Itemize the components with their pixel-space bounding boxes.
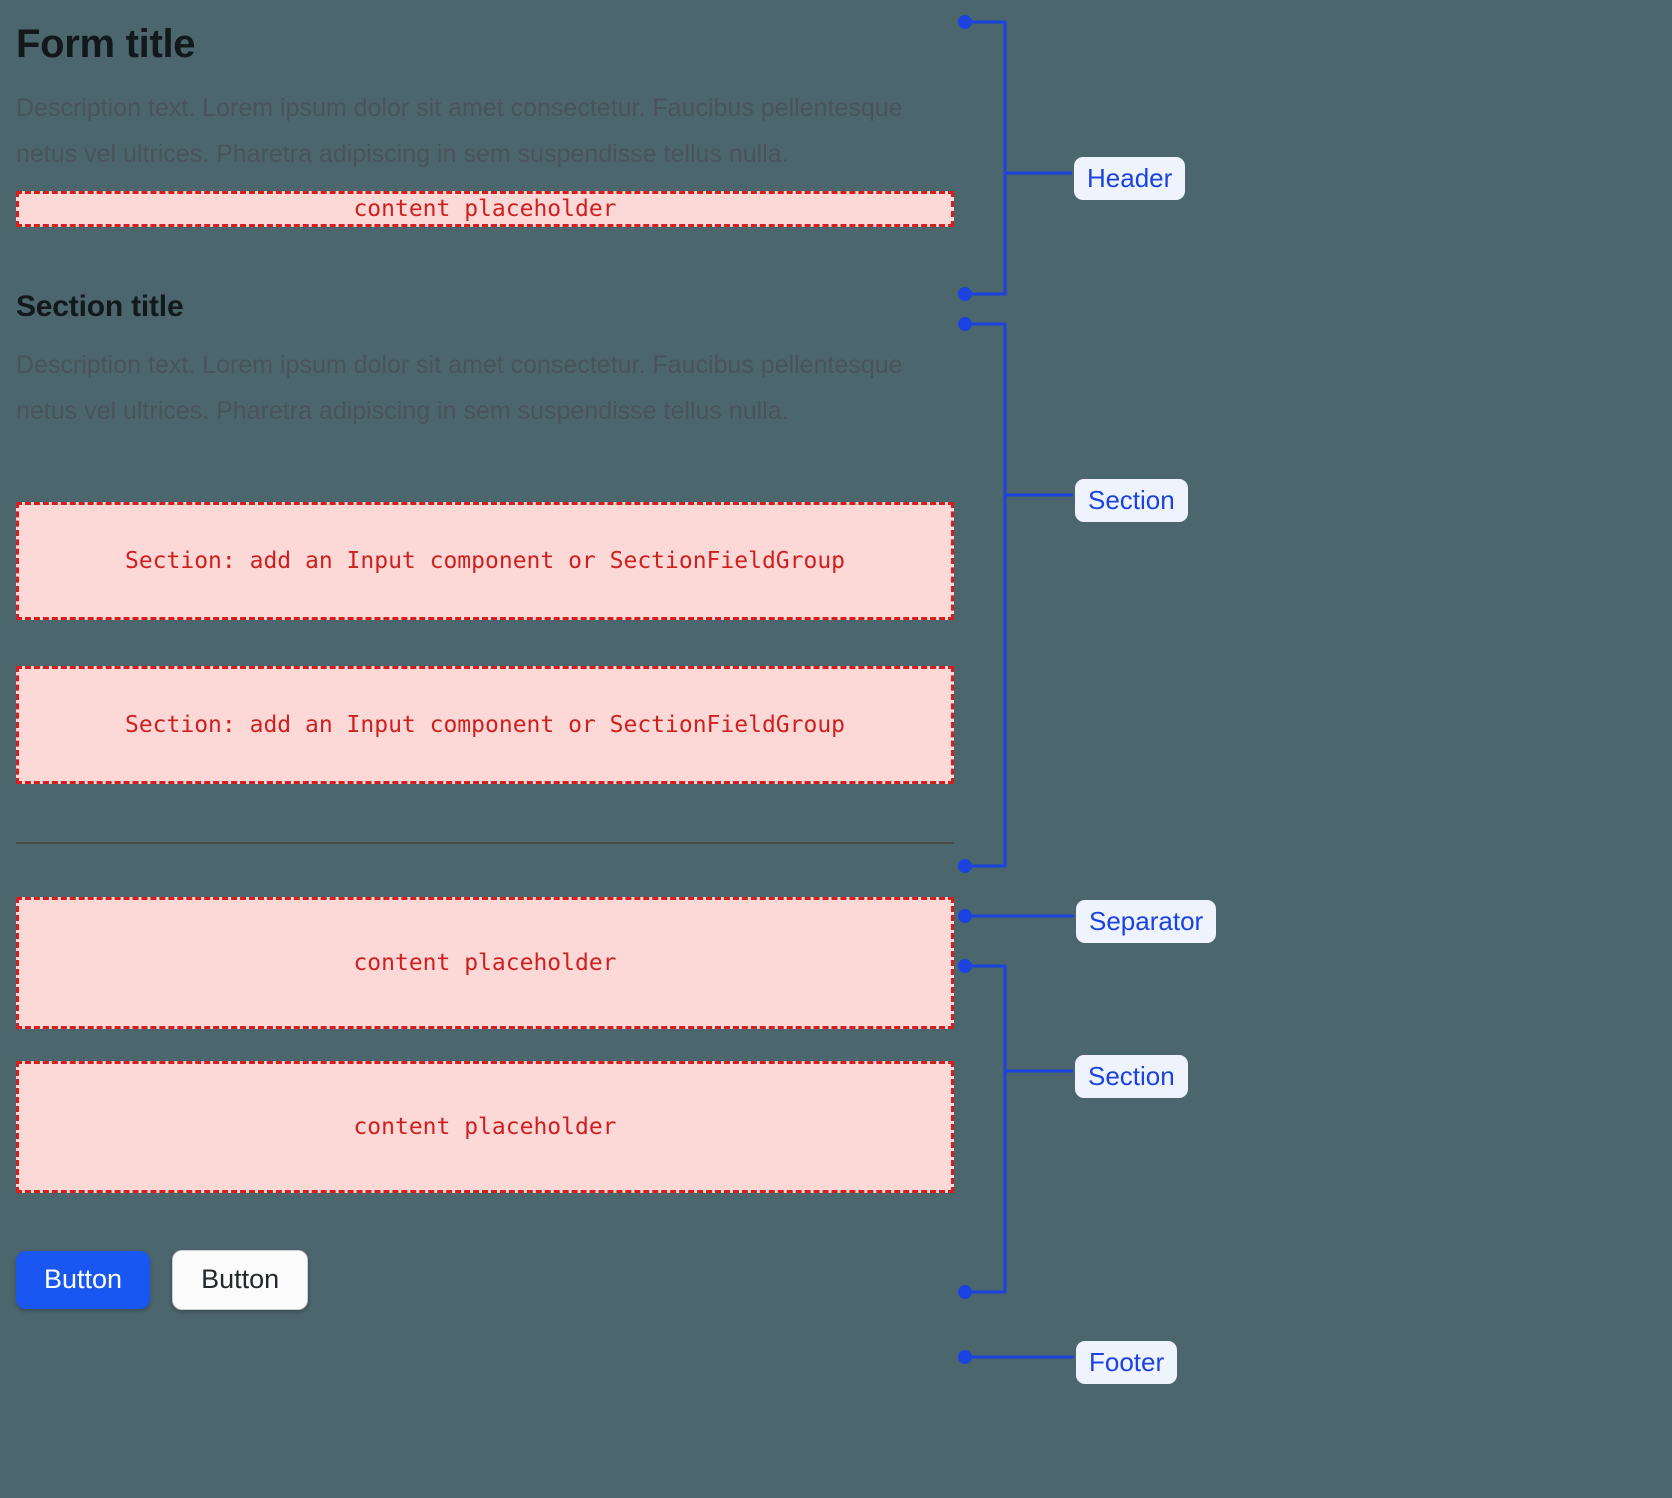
- anchor-dot-header-top: [958, 15, 972, 29]
- section-field-placeholder-1: Section: add an Input component or Secti…: [16, 502, 954, 620]
- annotation-label-section-one[interactable]: Section: [1075, 479, 1188, 522]
- annotation-label-header[interactable]: Header: [1074, 157, 1186, 200]
- section-two-content-placeholder-1: content placeholder: [16, 897, 954, 1029]
- section-two-bracket: [965, 964, 1007, 1294]
- header-content-placeholder: content placeholder: [16, 191, 954, 227]
- header-description: Description text. Lorem ipsum dolor sit …: [16, 94, 903, 168]
- page-title: Form title: [16, 22, 196, 66]
- annotation-label-separator[interactable]: Separator: [1076, 900, 1217, 943]
- anchor-dot-separator: [958, 909, 972, 923]
- primary-button[interactable]: Button: [16, 1251, 151, 1309]
- section-one-bracket: [965, 322, 1007, 868]
- section-title: Section title: [16, 290, 184, 323]
- secondary-button[interactable]: Button: [172, 1250, 309, 1310]
- separator: [16, 842, 954, 844]
- section-two-content-placeholder-2: content placeholder: [16, 1061, 954, 1193]
- anchor-dot-section-two-bottom: [958, 1285, 972, 1299]
- anchor-dot-section-one-bottom: [958, 859, 972, 873]
- section-field-placeholder-2: Section: add an Input component or Secti…: [16, 666, 954, 784]
- anchor-dot-section-two-top: [958, 959, 972, 973]
- annotation-anchor-dots: [958, 15, 972, 1364]
- annotation-label-section-two[interactable]: Section: [1075, 1055, 1188, 1098]
- section-one: Section title Description text. Lorem ip…: [16, 289, 954, 784]
- header-bracket: [965, 20, 1007, 296]
- anchor-dot-footer: [958, 1350, 972, 1364]
- form-header: Form title Description text. Lorem ipsum…: [16, 20, 954, 227]
- anchor-dot-section-one-top: [958, 317, 972, 331]
- section-one-description: Description text. Lorem ipsum dolor sit …: [16, 351, 903, 425]
- form-footer: Button Button: [16, 1250, 954, 1310]
- section-two: content placeholder content placeholder: [16, 897, 954, 1193]
- form-root: Form title Description text. Lorem ipsum…: [16, 0, 954, 1310]
- annotation-label-footer[interactable]: Footer: [1076, 1341, 1178, 1384]
- anchor-dot-header-bottom: [958, 287, 972, 301]
